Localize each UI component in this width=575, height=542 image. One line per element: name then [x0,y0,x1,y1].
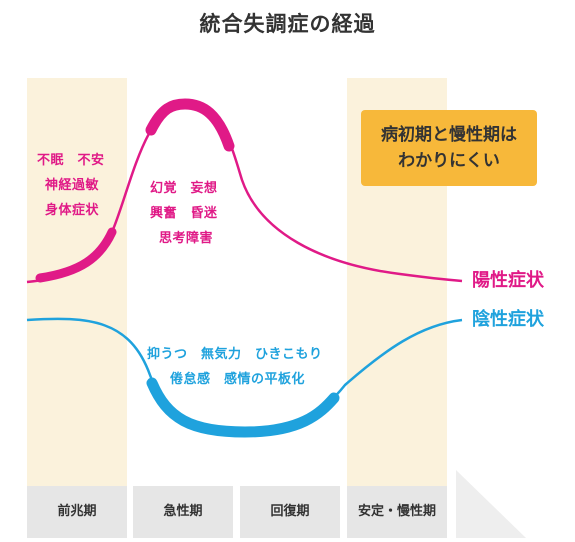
note-line-1: 病初期と慢性期は [381,125,517,145]
prodromal-symptom-2: 神経過敏 [45,178,100,193]
prodromal-band [27,78,127,496]
phase-label-prodromal: 前兆期 [57,504,97,519]
positive-symptom-label: 陽性症状 [472,270,544,291]
acute-symptom-3: 思考障害 [159,231,214,246]
negative-symptom-label: 陰性症状 [472,309,544,330]
arrow-tail-decoration [456,470,526,538]
note-box: 病初期と慢性期は わかりにくい [361,110,537,186]
phase-label-recovery: 回復期 [270,504,310,519]
phase-bar-stable [347,486,447,538]
positive-symptom-curve-thick-rise [35,227,117,283]
diagram-title: 統合失調症の経過 [199,12,376,36]
positive-symptom-curve-thick-peak [145,98,235,152]
note-line-2: わかりにくい [398,151,500,171]
acute-symptom-2: 興奮 昏迷 [150,206,218,221]
negative-symptom-2: 倦怠感 感情の平板化 [170,372,306,387]
phase-bar-acute [133,486,233,538]
phase-bar-prodromal [27,486,127,538]
prodromal-symptom-3: 身体症状 [45,203,100,218]
phase-label-stable: 安定・慢性期 [357,504,436,519]
phase-bar-recovery [240,486,340,538]
acute-symptom-1: 幻覚 妄想 [150,181,218,196]
negative-symptom-curve-thick [146,377,340,438]
phase-label-acute: 急性期 [163,504,203,519]
prodromal-symptom-1: 不眠 不安 [37,153,105,168]
negative-symptom-1: 抑うつ 無気力 ひきこもり [147,347,323,362]
